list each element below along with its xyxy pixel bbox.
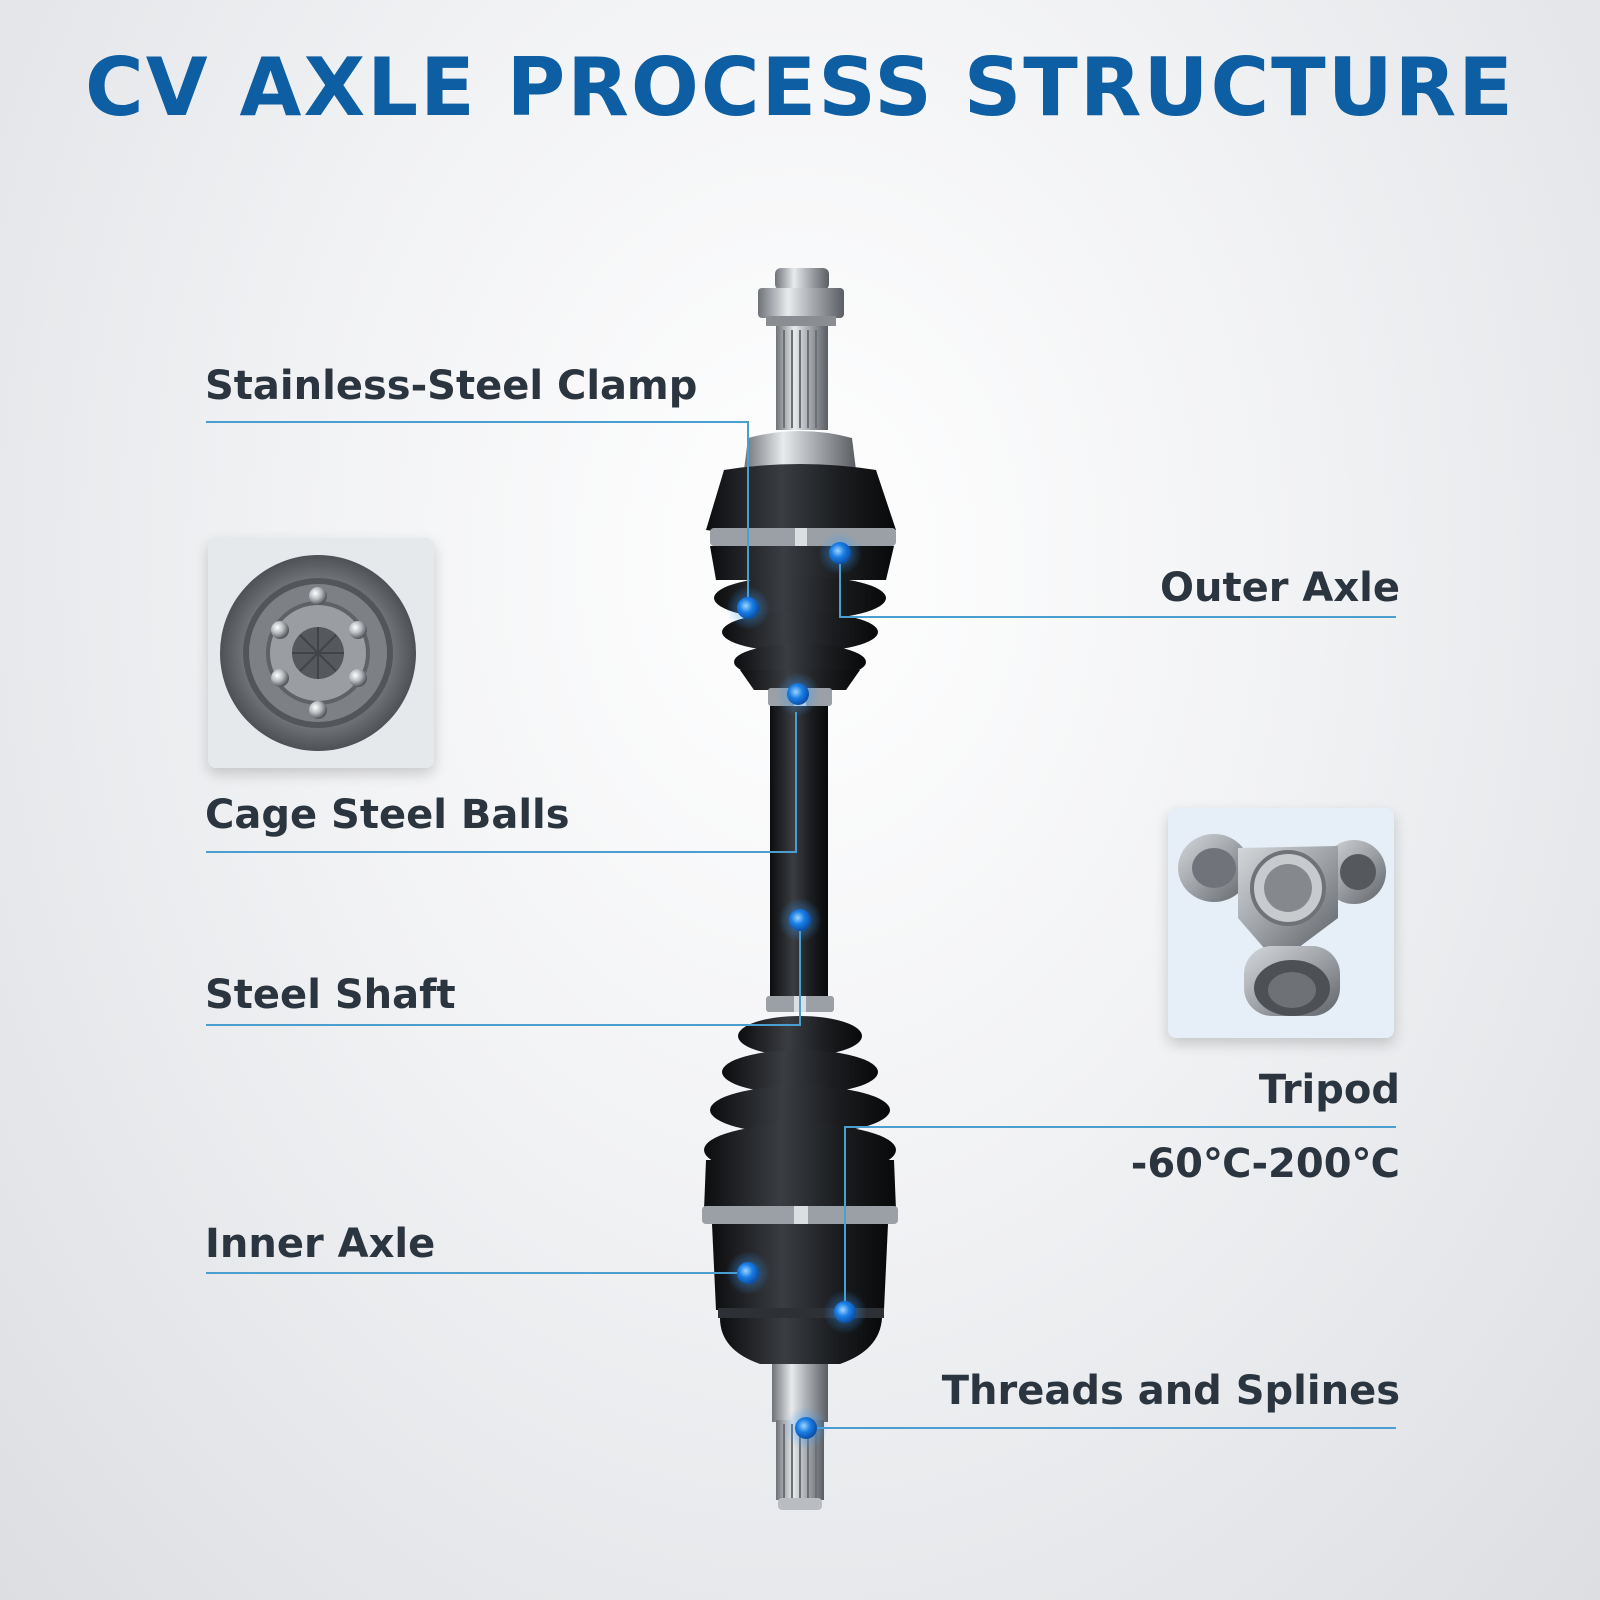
label-tripod: Tripod: [1258, 1067, 1400, 1113]
callout-line-cage-steel-balls: [206, 712, 797, 853]
cv-joint-cage-icon: [208, 538, 434, 768]
callout-line-tripod: [844, 1126, 1396, 1302]
page-title: CV AXLE PROCESS STRUCTURE: [85, 41, 1515, 134]
label-stainless-steel-clamp: Stainless-Steel Clamp: [205, 363, 698, 409]
outer-bell-ring: [744, 431, 856, 476]
outer-splines: [776, 326, 828, 430]
marker-dot: [776, 672, 820, 716]
marker-dot: [784, 1406, 828, 1450]
label-cage-steel-balls: Cage Steel Balls: [205, 792, 570, 838]
marker-dot: [726, 1251, 770, 1295]
label-threads-and-splines: Threads and Splines: [941, 1368, 1400, 1414]
callout-line-stainless-steel-clamp: [206, 421, 749, 605]
label-temperature-range: -60℃-200℃: [1130, 1141, 1400, 1187]
inner-housing: [712, 1224, 888, 1364]
callout-line-steel-shaft: [206, 920, 801, 1026]
axle-nut: [758, 268, 844, 326]
marker-dot: [726, 586, 770, 630]
label-outer-axle: Outer Axle: [1160, 565, 1400, 611]
outer-boot: [706, 464, 896, 706]
label-steel-shaft: Steel Shaft: [205, 972, 456, 1018]
label-inner-axle: Inner Axle: [205, 1221, 436, 1267]
marker-dot: [823, 1290, 867, 1334]
inner-boot: [702, 996, 898, 1224]
tripod-joint-icon: [1168, 808, 1394, 1038]
marker-dot: [818, 531, 862, 575]
marker-dot: [778, 898, 822, 942]
